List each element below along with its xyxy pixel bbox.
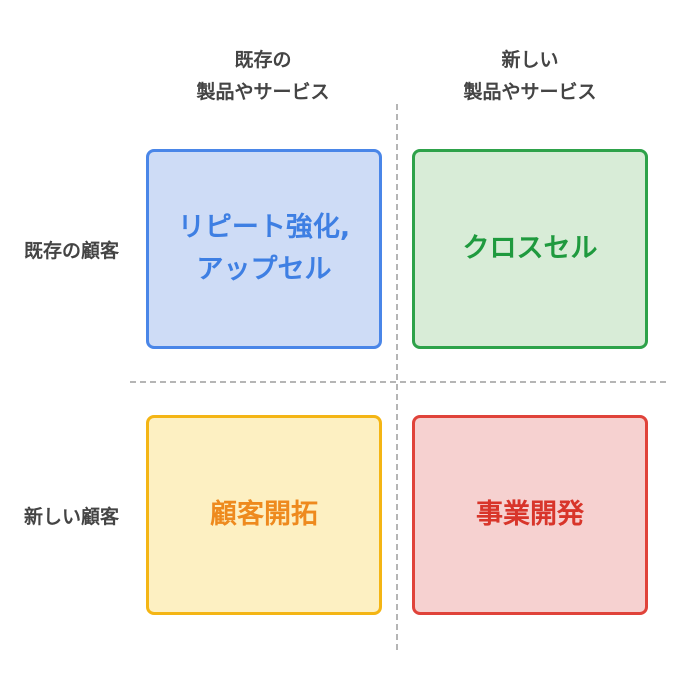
quadrant-customer-acquisition: 顧客開拓 [146, 415, 382, 615]
column-header-line: 製品やサービス [196, 81, 330, 103]
row-header-existing-customers: 既存の顧客 [23, 240, 119, 262]
vertical-divider [396, 104, 398, 650]
quadrant-label: クロスセル [462, 233, 598, 264]
quadrant-label-line: リピート強化, [177, 212, 351, 243]
horizontal-divider [130, 381, 666, 383]
quadrant-cross-sell: クロスセル [412, 149, 648, 349]
column-header-line: 製品やサービス [463, 81, 597, 103]
quadrant-business-development: 事業開発 [412, 415, 648, 615]
quadrant-repeat-upsell: リピート強化, アップセル [146, 149, 382, 349]
column-header-new-products: 新しい 製品やサービス [410, 44, 650, 108]
quadrant-label-line: アップセル [196, 254, 332, 285]
column-header-existing-products: 既存の 製品やサービス [143, 44, 383, 108]
column-header-line: 既存の [234, 49, 292, 71]
row-header-new-customers: 新しい顧客 [23, 506, 119, 528]
quadrant-label: 顧客開拓 [210, 499, 318, 530]
quadrant-label: 事業開発 [476, 499, 584, 530]
column-header-line: 新しい [501, 49, 559, 71]
